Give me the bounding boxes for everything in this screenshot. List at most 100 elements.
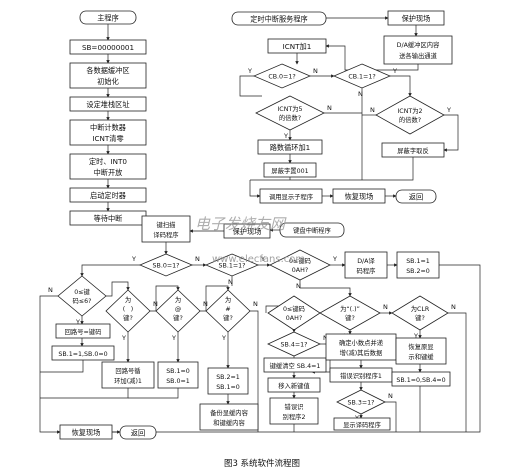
key-dot-decision [319, 295, 381, 331]
key-paren-l: ( [123, 306, 125, 313]
key-hash-w: 为 [225, 295, 231, 304]
key-range-line2: 码≤6? [73, 297, 92, 305]
key-clear-label: 键缓清空 SB.4=1 [270, 361, 321, 370]
key-err2-line2: 别程序2 [283, 412, 306, 421]
key-show-trans-box [333, 417, 391, 431]
timer-cb0-yes: Y [247, 67, 252, 75]
key-paren-yes: Y [121, 334, 126, 342]
key-dot-no: N [383, 303, 388, 311]
key-hash-k: 键? [223, 313, 233, 322]
key-return-terminal [119, 425, 157, 440]
key-sb-set-line1: SB.1=1 [406, 258, 430, 265]
watermark-url: www.elecfans.com [212, 254, 305, 265]
key-clr-line2: 键? [415, 313, 425, 322]
key-sb0-clr-label: SB.1=0,SB.4=0 [396, 377, 445, 384]
key-digit-line1: 0≤键码 [289, 256, 311, 265]
timer-icnt-inc-label: ICNT加1 [283, 42, 312, 51]
key-err-id-label: 错误识别程序1 [340, 371, 382, 380]
key-err2-box [269, 397, 319, 425]
main-step-buffer-init-line2: 初始化 [97, 77, 119, 86]
key-at-k: 键? [173, 313, 183, 322]
key-hash-no: N [253, 300, 258, 308]
key-scan-line1: 键扫描 [157, 220, 176, 229]
key-scan-box [141, 215, 191, 243]
key-err2-line1: 错误识 [285, 402, 304, 411]
main-start-label: 主程序 [97, 14, 119, 23]
main-step-icnt-line2: ICNT清零 [92, 134, 123, 143]
main-step-icnt-line1: 中断计数器 [90, 123, 126, 132]
watermark-brand: 电子发烧友网 [195, 215, 287, 233]
key-range-yes: Y [75, 318, 80, 326]
timer-cb0-label: CB.0=1? [268, 74, 295, 81]
timer-icnt5-line2: 的倍数? [279, 113, 301, 122]
key-road-cycle-box [101, 361, 155, 389]
timer-icnt2-yes: Y [446, 106, 451, 114]
timer-icnt5-decision [255, 95, 325, 131]
timer-restore-label: 恢复现场 [345, 192, 374, 201]
main-step-wait-label: 等待中断 [94, 214, 123, 223]
key-hash-sym: # [225, 306, 230, 313]
key-da-translate-line2: 码程序 [357, 266, 376, 275]
key-paren-r: ) [131, 306, 133, 313]
timer-icnt2-line1: ICNT为2 [397, 106, 422, 115]
key-clr-line1: 为CLR [411, 304, 430, 313]
key-road-cycle-line1: 回路号循 [115, 366, 140, 375]
key-digit-line2: 0AH? [292, 267, 308, 274]
timer-icnt2-no: N [370, 106, 375, 114]
key-dot-line1: 为“(.)” [340, 304, 360, 313]
key-show-trans-label: 显示译码程序 [343, 420, 381, 429]
key-road-num-label: 回路号=键码 [65, 327, 102, 336]
timer-return-label: 返回 [409, 193, 423, 202]
key-road-num-box [55, 323, 111, 339]
keyboard-isr-flow: 键扫描 译码程序 保护现场 键盘中断程序 SB.0=1? Y N SB.1=1?… [39, 215, 481, 440]
timer-mask001-label: 屏蔽字置001 [271, 166, 308, 175]
timer-cb1-no: N [358, 90, 363, 98]
key-digit-yes: Y [332, 255, 337, 263]
key-decimal-line2: 增(减)其后数据 [340, 348, 383, 357]
key-at-no: N [203, 300, 208, 308]
key-return-label: 返回 [131, 429, 145, 438]
figure-caption: 图3 系统软件流程图 [224, 458, 300, 469]
key-digit2-line2: 0AH? [286, 315, 302, 322]
key-sb10-line1: SB.1=0 [166, 368, 190, 375]
key-restore-disp-box [395, 337, 447, 365]
key-range-no: N [48, 286, 53, 294]
key-sb21-box [207, 367, 249, 395]
timer-mask-inv-label: 屏蔽字取反 [397, 146, 428, 155]
main-step-buffer-init [69, 62, 147, 89]
key-sb0-label: SB.0=1? [153, 263, 180, 270]
key-da-translate-line1: D/A译 [357, 257, 375, 265]
main-step-buffer-init-line1: 各数据缓冲区 [86, 66, 129, 75]
timer-icnt2-decision [375, 95, 445, 135]
timer-return-terminal [395, 189, 437, 204]
key-clr-no: N [451, 303, 456, 311]
key-dot-line2: 键? [345, 313, 355, 322]
timer-road-loop-label: 路数循环加1 [270, 143, 311, 152]
timer-cb0-no: N [313, 67, 318, 75]
key-save-disp-line2: 和键缓内容 [213, 418, 245, 427]
timer-isr-start-terminal [231, 11, 327, 26]
key-restore-disp-line1: 恢复原显 [408, 342, 434, 351]
key-sb-set-line2: SB.2=0 [406, 268, 430, 275]
key-sb1-label: SB.1=1? [219, 263, 246, 270]
key-sb-reset-label: SB.1=1,SB.0=0 [58, 351, 107, 358]
key-sb21-line1: SB.2=1 [216, 374, 240, 381]
timer-icnt5-yes: Y [283, 132, 288, 140]
timer-icnt5-line1: ICNT为5 [277, 104, 302, 113]
key-sb0-decision [138, 253, 194, 277]
key-sb10-box [157, 361, 199, 389]
key-at-yes: Y [171, 334, 176, 342]
key-sb0-clr-box [391, 371, 451, 387]
key-clr-decision [391, 295, 449, 331]
timer-icnt2-line2: 的倍数? [399, 115, 421, 124]
key-paren-w: 为 [125, 295, 131, 304]
timer-cb1-yes: Y [392, 67, 397, 75]
key-sb3-no: N [388, 392, 393, 400]
key-at-w: 为 [175, 295, 181, 304]
timer-cb1-label: CB.1=1? [348, 74, 375, 81]
key-decimal-line1: 确定小数点并递 [339, 338, 384, 347]
timer-da-out-box [383, 35, 453, 65]
main-step-stack-label: 设定堆栈区址 [86, 100, 129, 109]
key-sb4-label: SB.4=1? [281, 342, 308, 349]
